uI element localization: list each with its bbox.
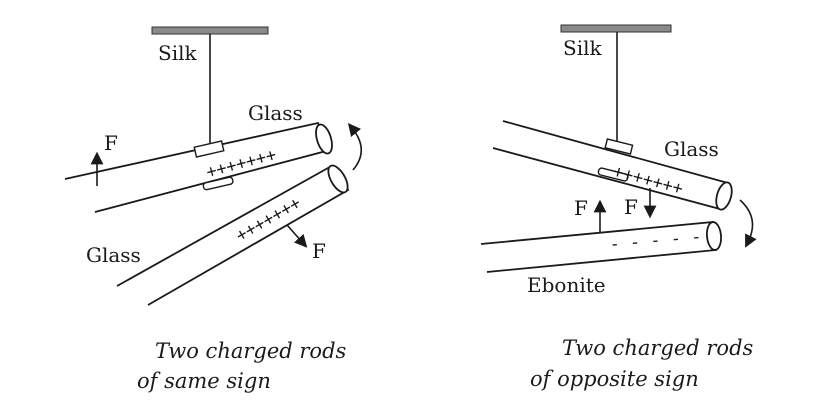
right-ebonite-rod [480, 221, 722, 273]
right-force-up-label: F [574, 196, 588, 220]
left-lower-force-arrow [286, 224, 308, 248]
right-clamp-lower [597, 167, 629, 182]
right-caption-line2: of opposite sign [530, 367, 699, 391]
right-force-down-label: F [624, 195, 638, 219]
left-lower-rod-label: Glass [86, 243, 141, 267]
left-caption-line1: Two charged rods [155, 339, 347, 363]
left-lower-force-label: F [312, 239, 326, 263]
right-support-bar [560, 24, 672, 33]
left-caption-line2: of same sign [137, 369, 271, 393]
right-upper-rod-label: Glass [664, 137, 719, 161]
right-caption-line1: Two charged rods [562, 336, 754, 360]
right-rotation-arrow [739, 199, 757, 248]
right-lower-rod-label: Ebonite [527, 273, 606, 297]
left-rotation-arrow [347, 123, 363, 171]
left-upper-rod-label: Glass [248, 101, 303, 125]
right-clamp [604, 138, 634, 155]
left-silk-label: Silk [158, 41, 197, 65]
right-silk-label: Silk [563, 36, 602, 60]
left-upper-force-label: F [104, 131, 118, 155]
left-panel-same-sign: Silk Glass +++++++ F +++++++ F Glass Two… [64, 26, 363, 393]
left-lower-glass-rod [116, 164, 350, 306]
right-upper-glass-rod [492, 120, 733, 211]
left-support-bar [151, 26, 269, 35]
right-panel-opposite-sign: Silk Glass +++++++ F F - - - - - Ebonite… [480, 24, 757, 391]
left-clamp-lower [202, 176, 234, 191]
left-clamp [193, 140, 225, 158]
